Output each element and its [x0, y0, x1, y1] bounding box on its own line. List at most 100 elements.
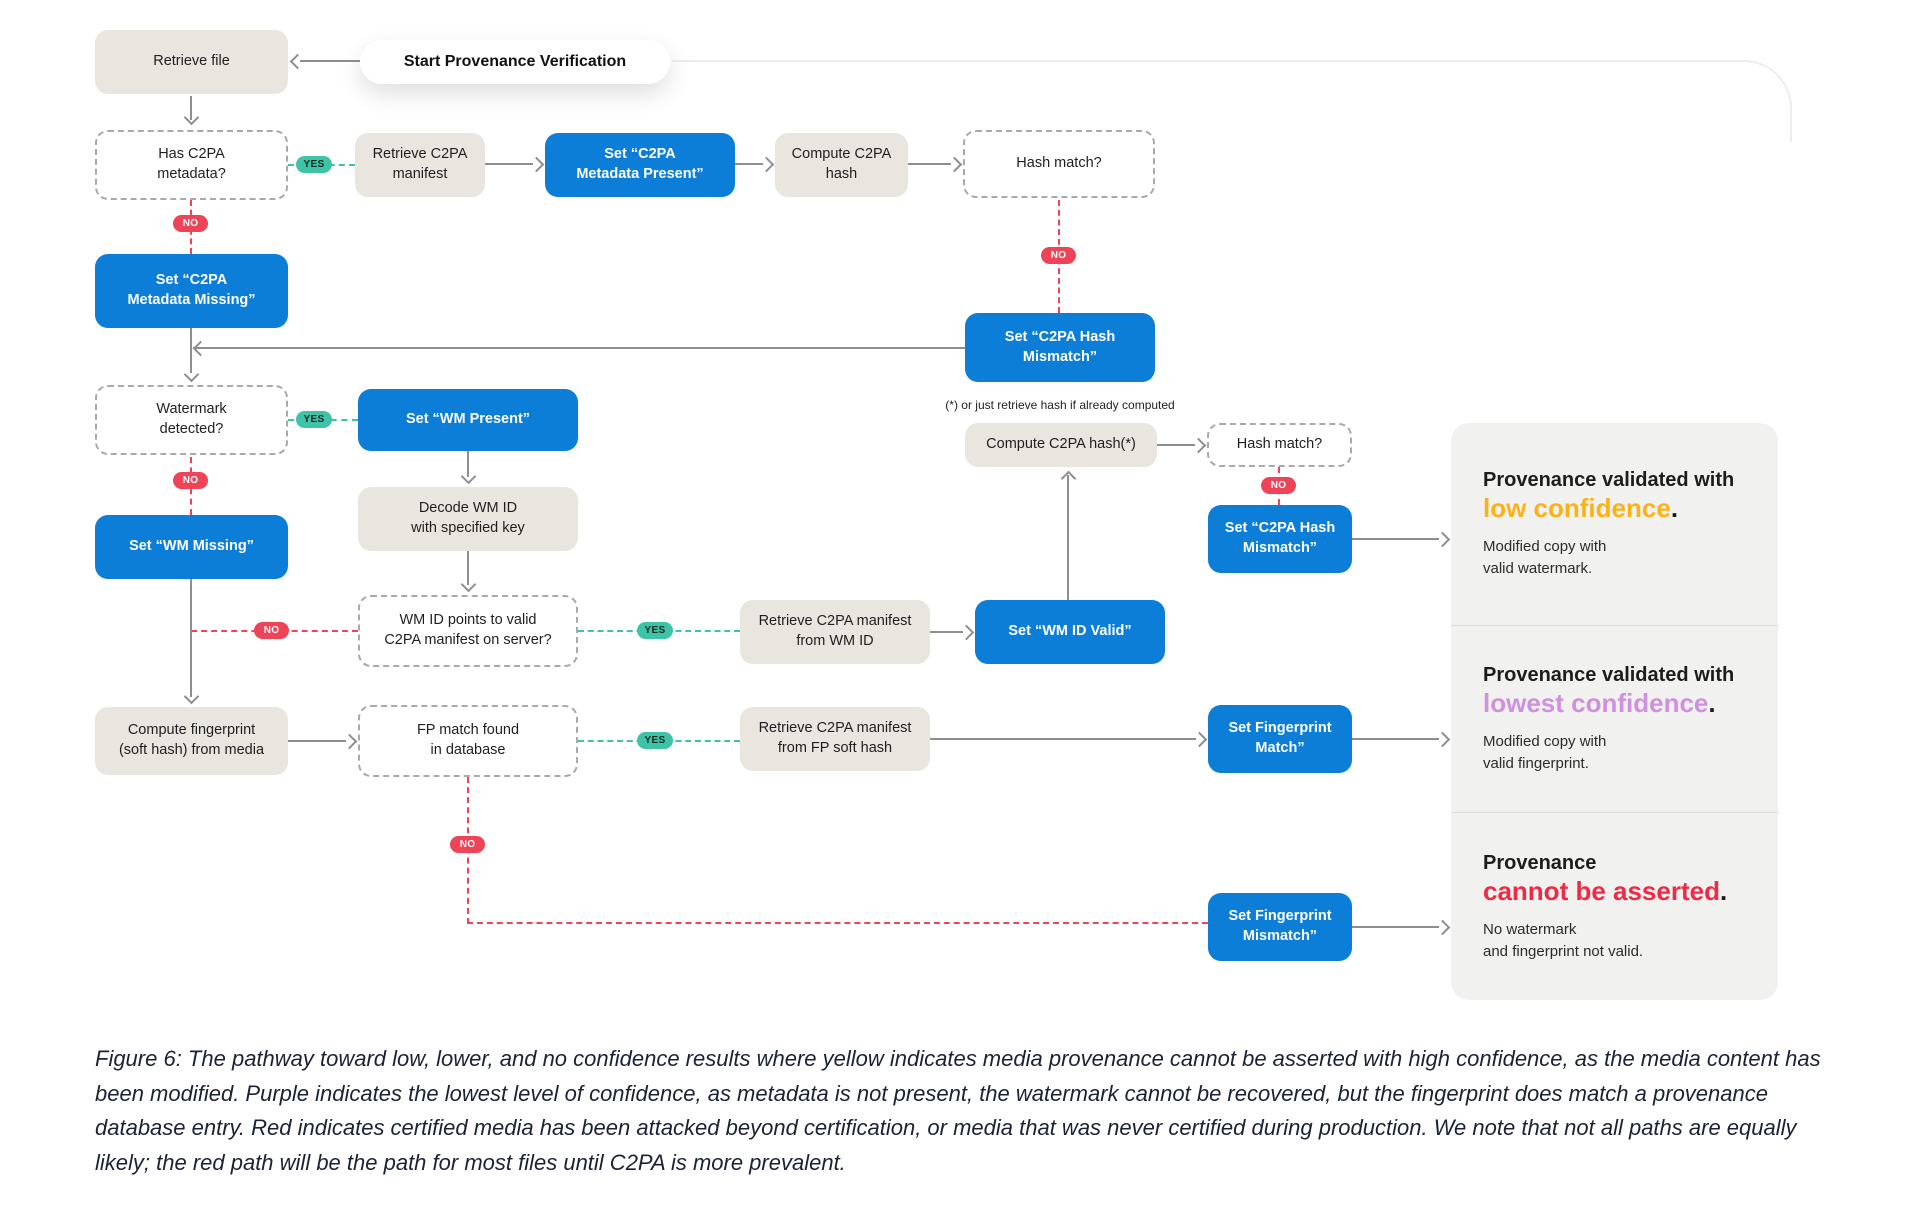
node-compute-fingerprint-label: Compute fingerprint (soft hash) from med… [118, 722, 265, 758]
arrowhead-icon [460, 576, 477, 593]
yes-badge: YES [637, 622, 673, 639]
result-body: No watermark and fingerprint not valid. [1483, 920, 1644, 960]
node-compute-c2pa-hash-2: Compute C2PA hash(*) [965, 423, 1157, 467]
arrowhead-icon [1434, 919, 1451, 936]
connector-line [1352, 738, 1439, 740]
no-badge-label: NO [459, 839, 476, 850]
connector-line [1352, 538, 1439, 540]
result-highlight-text: lowest confidence [1483, 688, 1709, 719]
yes-badge-label: YES [644, 735, 666, 746]
action-set-c2pa-metadata-present: Set “C2PA Metadata Present” [545, 133, 735, 197]
result-body: Modified copy with valid fingerprint. [1483, 733, 1607, 773]
connector-line [1352, 926, 1439, 928]
decision-watermark-detected-label: Watermark detected? [156, 401, 227, 437]
node-start-label: Start Provenance Verification [403, 53, 627, 70]
arrowhead-icon [1434, 531, 1451, 548]
footnote-text: (*) or just retrieve hash if already com… [945, 398, 1175, 412]
action-set-c2pa-hash-mismatch-2-label: Set “C2PA Hash Mismatch” [1224, 520, 1336, 556]
action-set-wm-missing-label: Set “WM Missing” [129, 538, 254, 555]
connector-line [930, 738, 1196, 740]
connector-line [930, 631, 963, 633]
action-set-fingerprint-match-label: Set Fingerprint Match” [1228, 720, 1332, 756]
action-set-wm-present: Set “WM Present” [358, 389, 578, 451]
connector-line [908, 163, 951, 165]
result-highlight: lowest confidence. [1483, 688, 1754, 719]
result-body: Modified copy with valid watermark. [1483, 538, 1607, 578]
node-retrieve-file-label: Retrieve file [153, 53, 230, 70]
arrowhead-icon [1060, 470, 1077, 487]
action-set-fingerprint-match: Set Fingerprint Match” [1208, 705, 1352, 773]
connector-line [485, 163, 533, 165]
connector-line [735, 163, 763, 165]
arrowhead-icon [192, 340, 209, 357]
arrowhead-icon [958, 624, 975, 641]
figure-caption-text: Figure 6: The pathway toward low, lower,… [95, 1046, 1821, 1175]
top-swoosh-line [672, 60, 1792, 142]
arrowhead-icon [341, 733, 358, 750]
yes-badge: YES [637, 732, 673, 749]
decision-has-c2pa-metadata: Has C2PA metadata? [95, 130, 288, 200]
result-title: Provenance validated with [1483, 664, 1735, 687]
result-highlight: low confidence. [1483, 493, 1754, 524]
decision-hash-match-2: Hash match? [1207, 423, 1352, 467]
no-badge: NO [1041, 247, 1076, 264]
decision-hash-match-1-label: Hash match? [1016, 155, 1102, 172]
footnote-hash-note: (*) or just retrieve hash if already com… [930, 398, 1190, 412]
action-set-c2pa-metadata-present-label: Set “C2PA Metadata Present” [576, 146, 704, 182]
arrowhead-icon [289, 53, 306, 70]
arrowhead-icon [1191, 731, 1208, 748]
node-retrieve-c2pa-manifest: Retrieve C2PA manifest [355, 133, 485, 197]
yes-badge-label: YES [303, 414, 325, 425]
arrowhead-icon [183, 688, 200, 705]
decision-wm-id-valid-manifest-label: WM ID points to valid C2PA manifest on s… [384, 612, 552, 648]
no-badge-label: NO [263, 625, 280, 636]
arrowhead-icon [1190, 437, 1207, 454]
node-start: Start Provenance Verification [360, 40, 670, 84]
no-badge-label: NO [182, 475, 199, 486]
no-badge: NO [450, 836, 485, 853]
connector-line [288, 740, 346, 742]
yes-badge: YES [296, 411, 332, 428]
arrowhead-icon [183, 109, 200, 126]
decision-watermark-detected: Watermark detected? [95, 385, 288, 455]
node-compute-c2pa-hash-label: Compute C2PA hash [791, 146, 892, 182]
figure-caption: Figure 6: The pathway toward low, lower,… [95, 1042, 1857, 1180]
result-highlight-text: low confidence [1483, 493, 1671, 524]
arrowhead-icon [183, 366, 200, 383]
decision-has-c2pa-metadata-label: Has C2PA metadata? [157, 146, 226, 182]
yes-badge: YES [296, 156, 332, 173]
result-panel-low-confidence: Provenance validated with low confidence… [1451, 423, 1778, 625]
action-set-c2pa-hash-mismatch-1: Set “C2PA Hash Mismatch” [965, 313, 1155, 382]
node-retrieve-file: Retrieve file [95, 30, 288, 94]
result-highlight: cannot be asserted. [1483, 876, 1754, 907]
connector-no-line [467, 922, 1208, 924]
no-badge: NO [1261, 477, 1296, 494]
arrowhead-icon [1434, 731, 1451, 748]
action-set-wm-id-valid: Set “WM ID Valid” [975, 600, 1165, 664]
node-compute-fingerprint: Compute fingerprint (soft hash) from med… [95, 707, 288, 775]
decision-fp-match-found: FP match found in database [358, 705, 578, 777]
connector-line [1067, 475, 1069, 600]
arrowhead-icon [460, 468, 477, 485]
node-retrieve-manifest-from-fp-label: Retrieve C2PA manifest from FP soft hash [758, 720, 912, 756]
action-set-fingerprint-mismatch: Set Fingerprint Mismatch” [1208, 893, 1352, 961]
no-badge: NO [254, 622, 289, 639]
connector-line [193, 347, 965, 349]
no-badge-label: NO [182, 218, 199, 229]
connector-line [300, 60, 360, 62]
arrowhead-icon [946, 156, 963, 173]
decision-hash-match-1: Hash match? [963, 130, 1155, 198]
result-title: Provenance validated with [1483, 469, 1735, 492]
connector-line [190, 96, 192, 120]
connector-line [190, 579, 192, 697]
no-badge-label: NO [1270, 480, 1287, 491]
action-set-fingerprint-mismatch-label: Set Fingerprint Mismatch” [1228, 908, 1332, 944]
result-period: . [1719, 875, 1728, 906]
node-retrieve-manifest-from-wm-id: Retrieve C2PA manifest from WM ID [740, 600, 930, 664]
no-badge: NO [173, 215, 208, 232]
yes-badge-label: YES [303, 159, 325, 170]
arrowhead-icon [528, 156, 545, 173]
no-badge: NO [173, 472, 208, 489]
node-retrieve-c2pa-manifest-label: Retrieve C2PA manifest [372, 146, 468, 182]
